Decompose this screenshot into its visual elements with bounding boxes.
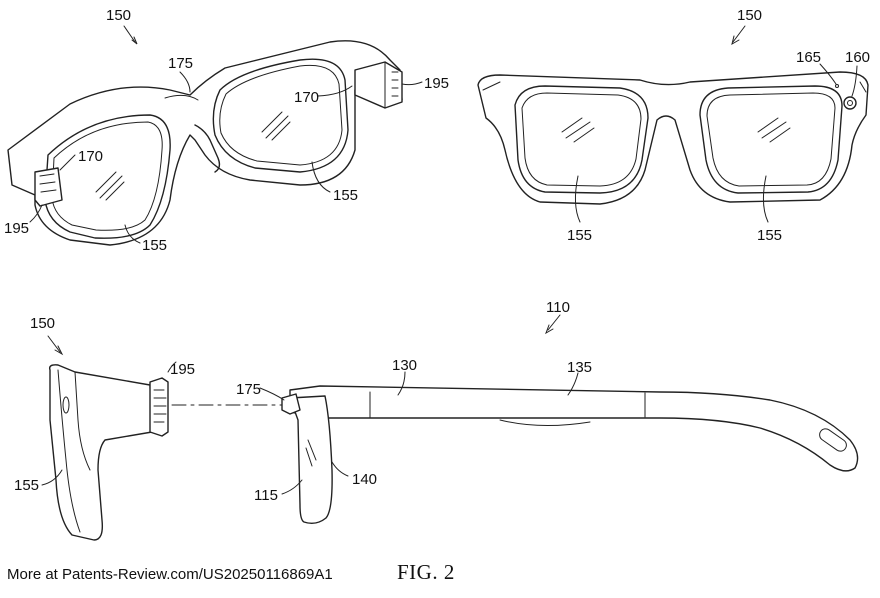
ref-170-top-left-right: 170 (294, 89, 319, 106)
ref-150-top-right: 150 (737, 7, 762, 24)
frame-side-outline (48, 364, 153, 541)
ref-195-bottom-left: 195 (170, 361, 195, 378)
frame-side-view: 150 195 155 (14, 315, 285, 541)
glasses-front-view: 150 165 160 155 155 (477, 7, 870, 244)
ref-175-bottom-right: 175 (236, 381, 261, 398)
ref-150-top-left: 150 (106, 7, 131, 24)
ref-155-bottom-left: 155 (14, 477, 39, 494)
ref-175-top-left: 175 (168, 55, 193, 72)
figure-label: FIG. 2 (397, 560, 455, 584)
front-lens-rim-left (514, 85, 649, 194)
lens-rim-left (44, 114, 171, 239)
ref-160-top-right: 160 (845, 49, 870, 66)
front-lens-inner-left (521, 92, 642, 187)
glasses-perspective-view: 150 175 170 195 170 195 155 155 (4, 7, 449, 254)
connector-175 (281, 393, 301, 415)
ref-155-top-left-right: 155 (333, 187, 358, 204)
temple-arm (289, 385, 859, 472)
ref-115-bottom-right: 115 (254, 487, 278, 504)
ref-155-top-right-right: 155 (757, 227, 782, 244)
ref-165-top-right: 165 (796, 49, 821, 66)
lens-inner-left (51, 121, 163, 231)
ref-195-top-left-right: 195 (424, 75, 449, 92)
lens-inner-right (219, 64, 343, 166)
ref-195-top-left-left: 195 (4, 220, 29, 237)
ref-110-bottom-right: 110 (546, 299, 570, 316)
front-frame-outline (477, 71, 869, 205)
nose-pad (194, 124, 221, 173)
ref-150-bottom-left: 150 (30, 315, 55, 332)
lens-rim-right (212, 58, 349, 173)
hinge-left (34, 167, 63, 207)
indicator-light-icon (835, 84, 839, 88)
hinge-right (354, 61, 403, 109)
source-footer: More at Patents-Review.com/US20250116869… (7, 566, 333, 583)
frame-outline (7, 40, 403, 246)
temple-slot (819, 428, 847, 452)
camera-lens-icon (843, 96, 857, 110)
front-lens-inner-right (706, 92, 836, 187)
front-lens-rim-right (699, 85, 843, 194)
connector-195 (149, 377, 169, 437)
ref-170-top-left-left: 170 (78, 148, 103, 165)
ref-130-bottom-right: 130 (392, 357, 417, 374)
ref-135-bottom-right: 135 (567, 359, 592, 376)
temple-arm-side-view: 110 175 130 135 140 115 (236, 299, 859, 525)
ref-155-top-right-left: 155 (567, 227, 592, 244)
ref-140-bottom-right: 140 (352, 471, 377, 488)
ref-155-top-left-left: 155 (142, 237, 167, 254)
lens-side-body (289, 395, 333, 525)
